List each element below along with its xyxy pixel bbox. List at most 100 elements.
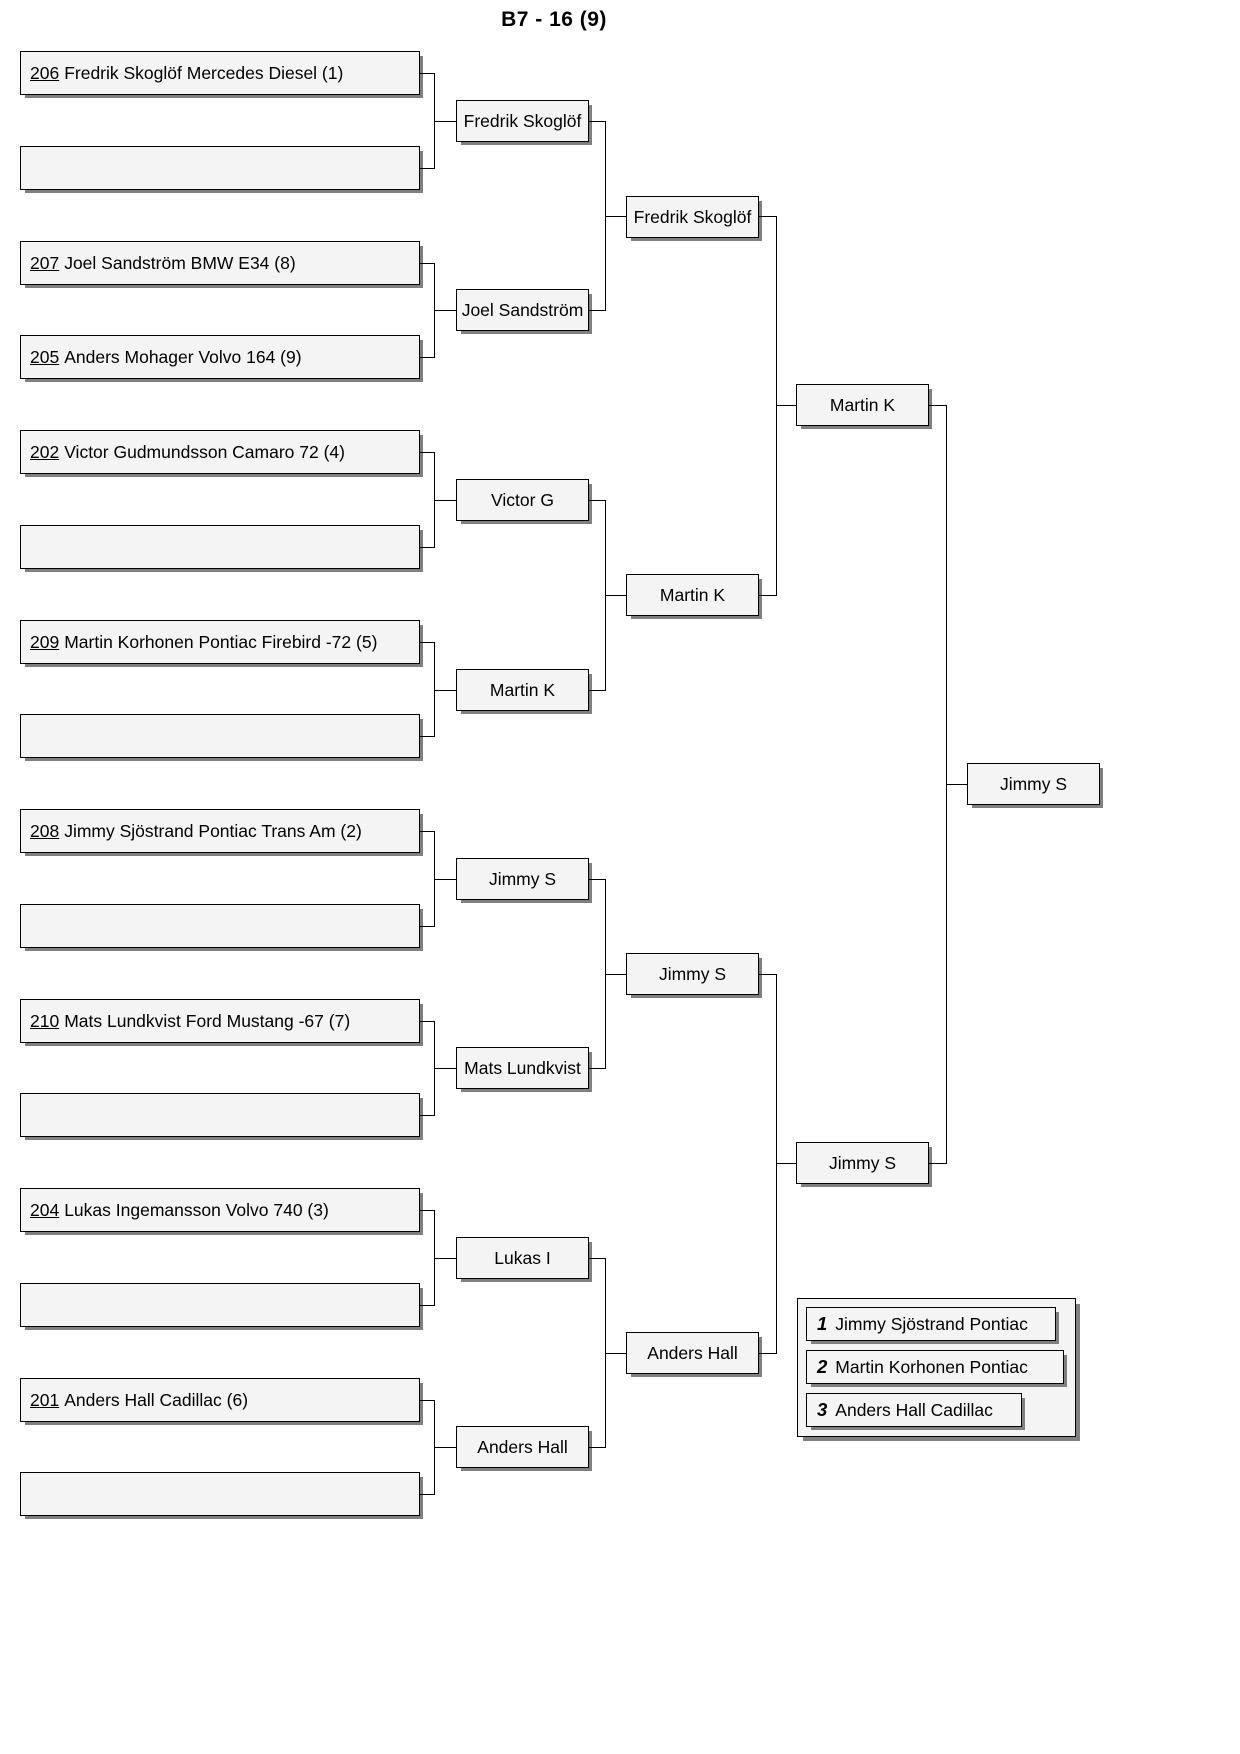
connector	[929, 405, 946, 406]
connector	[420, 168, 434, 169]
round4-slot-2[interactable]: Jimmy S	[796, 1142, 929, 1184]
podium-name: Jimmy Sjöstrand Pontiac	[835, 1313, 1028, 1334]
entry-number: 204	[30, 1199, 60, 1220]
podium-row[interactable]: 2 Martin Korhonen Pontiac	[806, 1350, 1064, 1384]
round1-slot-9[interactable]: 208 Jimmy Sjöstrand Pontiac Trans Am (2)	[20, 809, 420, 853]
connector	[589, 1068, 605, 1069]
round1-slot-13[interactable]: 204 Lukas Ingemansson Volvo 740 (3)	[20, 1188, 420, 1232]
connector	[776, 216, 777, 596]
round1-slot-2[interactable]	[20, 146, 420, 190]
connector	[605, 1353, 626, 1354]
connector	[589, 310, 605, 311]
round1-slot-14[interactable]	[20, 1283, 420, 1327]
page-title: B7 - 16 (9)	[501, 8, 607, 31]
round3-slot-1[interactable]: Fredrik Skoglöf	[626, 196, 759, 238]
connector	[434, 642, 435, 737]
podium-place: 1	[817, 1313, 828, 1334]
round1-slot-7[interactable]: 209 Martin Korhonen Pontiac Firebird -72…	[20, 620, 420, 664]
entry-label: Jimmy Sjöstrand Pontiac Trans Am (2)	[64, 820, 362, 841]
entry-number: 206	[30, 62, 60, 83]
connector	[434, 310, 456, 311]
entry-label: Joel Sandström BMW E34 (8)	[64, 252, 296, 273]
podium-name: Anders Hall Cadillac	[835, 1399, 993, 1420]
round1-slot-1[interactable]: 206 Fredrik Skoglöf Mercedes Diesel (1)	[20, 51, 420, 95]
entry-number: 202	[30, 441, 60, 462]
connector	[589, 500, 605, 501]
final-winner-slot[interactable]: Jimmy S	[967, 763, 1100, 805]
entry-number: 209	[30, 631, 60, 652]
round2-label: Anders Hall	[477, 1436, 568, 1457]
connector	[420, 1494, 434, 1495]
connector	[776, 1163, 796, 1164]
round3-label: Jimmy S	[658, 963, 727, 984]
connector	[759, 595, 776, 596]
entry-number: 201	[30, 1389, 60, 1410]
round1-slot-4[interactable]: 205 Anders Mohager Volvo 164 (9)	[20, 335, 420, 379]
connector	[420, 1210, 434, 1211]
entry-label: Fredrik Skoglöf Mercedes Diesel (1)	[64, 62, 344, 83]
round2-slot-5[interactable]: Jimmy S	[456, 858, 589, 900]
round2-label: Lukas I	[494, 1247, 551, 1268]
round4-slot-1[interactable]: Martin K	[796, 384, 929, 426]
entry-label: Victor Gudmundsson Camaro 72 (4)	[64, 441, 345, 462]
connector	[420, 1115, 434, 1116]
connector	[589, 690, 605, 691]
round1-slot-11[interactable]: 210 Mats Lundkvist Ford Mustang -67 (7)	[20, 999, 420, 1043]
connector	[759, 216, 776, 217]
round1-slot-10[interactable]	[20, 904, 420, 948]
connector	[420, 452, 434, 453]
round3-label: Martin K	[659, 584, 726, 605]
round2-slot-6[interactable]: Mats Lundkvist	[456, 1047, 589, 1089]
round2-slot-1[interactable]: Fredrik Skoglöf	[456, 100, 589, 142]
connector	[434, 690, 456, 691]
connector	[420, 357, 434, 358]
entry-label: Anders Mohager Volvo 164 (9)	[64, 346, 302, 367]
round3-label: Fredrik Skoglöf	[633, 206, 752, 227]
connector	[759, 974, 776, 975]
connector	[776, 405, 796, 406]
round1-slot-5[interactable]: 202 Victor Gudmundsson Camaro 72 (4)	[20, 430, 420, 474]
round3-slot-2[interactable]: Martin K	[626, 574, 759, 616]
round1-slot-8[interactable]	[20, 714, 420, 758]
round1-slot-3[interactable]: 207 Joel Sandström BMW E34 (8)	[20, 241, 420, 285]
entry-label: Anders Hall Cadillac (6)	[64, 1389, 249, 1410]
round2-slot-2[interactable]: Joel Sandström	[456, 289, 589, 331]
connector	[605, 974, 626, 975]
connector	[420, 1400, 434, 1401]
podium-name: Martin Korhonen Pontiac	[835, 1356, 1028, 1377]
podium-place: 3	[817, 1399, 828, 1420]
round1-slot-12[interactable]	[20, 1093, 420, 1137]
connector	[776, 974, 777, 1354]
connector	[589, 1258, 605, 1259]
round1-slot-15[interactable]: 201 Anders Hall Cadillac (6)	[20, 1378, 420, 1422]
connector	[420, 926, 434, 927]
entry-label: Lukas Ingemansson Volvo 740 (3)	[64, 1199, 329, 1220]
entry-number: 207	[30, 252, 60, 273]
round1-slot-16[interactable]	[20, 1472, 420, 1516]
entry-number: 208	[30, 820, 60, 841]
connector	[434, 1068, 456, 1069]
round4-label: Martin K	[829, 394, 896, 415]
round3-slot-3[interactable]: Jimmy S	[626, 953, 759, 995]
podium-panel: 1 Jimmy Sjöstrand Pontiac 2 Martin Korho…	[797, 1298, 1076, 1437]
connector	[420, 831, 434, 832]
connector	[420, 736, 434, 737]
round2-slot-4[interactable]: Martin K	[456, 669, 589, 711]
connector	[420, 642, 434, 643]
entry-number: 210	[30, 1010, 60, 1031]
round2-label: Fredrik Skoglöf	[463, 110, 582, 131]
connector	[605, 595, 626, 596]
entry-label: Martin Korhonen Pontiac Firebird -72 (5)	[64, 631, 378, 652]
round1-slot-6[interactable]	[20, 525, 420, 569]
connector	[420, 1021, 434, 1022]
round4-label: Jimmy S	[828, 1152, 897, 1173]
round3-slot-4[interactable]: Anders Hall	[626, 1332, 759, 1374]
round2-slot-8[interactable]: Anders Hall	[456, 1426, 589, 1468]
round2-slot-7[interactable]: Lukas I	[456, 1237, 589, 1279]
podium-row[interactable]: 1 Jimmy Sjöstrand Pontiac	[806, 1307, 1056, 1341]
connector	[434, 500, 456, 501]
connector	[420, 1305, 434, 1306]
podium-row[interactable]: 3 Anders Hall Cadillac	[806, 1393, 1022, 1427]
round2-slot-3[interactable]: Victor G	[456, 479, 589, 521]
